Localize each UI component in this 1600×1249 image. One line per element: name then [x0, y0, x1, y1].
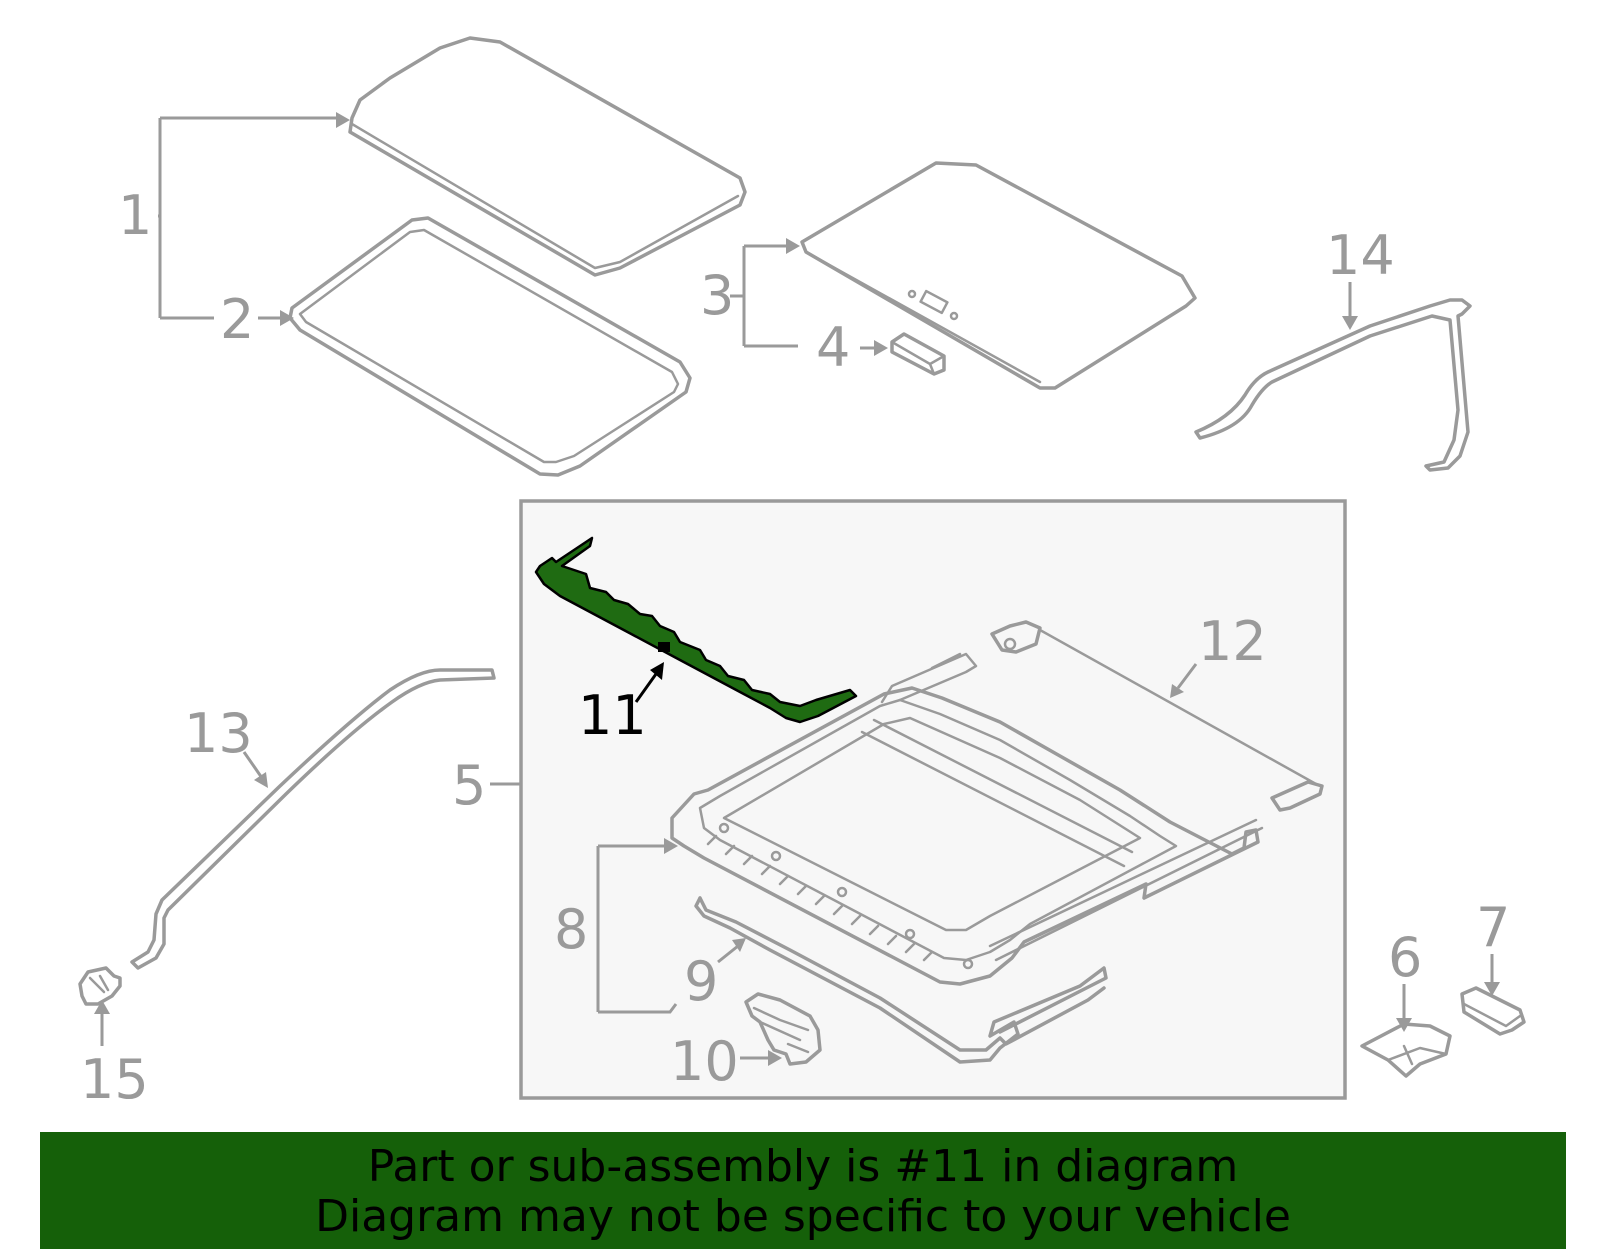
callout-leaders: [94, 112, 1500, 1066]
part-6-bracket: [1360, 1022, 1452, 1078]
part-9-seal: [694, 896, 1108, 1064]
callout-13: 13: [184, 702, 253, 765]
part-1-glass-panel: [348, 36, 747, 277]
callout-5: 5: [452, 754, 486, 817]
info-banner: Part or sub-assembly is #11 in diagram D…: [40, 1132, 1566, 1249]
part-10-motor: [744, 992, 822, 1066]
callout-8: 8: [554, 898, 588, 961]
part-14-drain-hose: [1194, 298, 1472, 472]
callout-3: 3: [700, 264, 734, 327]
callout-14: 14: [1326, 224, 1395, 287]
callout-2: 2: [220, 288, 254, 351]
callout-10: 10: [670, 1030, 739, 1093]
callout-1: 1: [118, 184, 152, 247]
part-2-seal: [288, 216, 692, 477]
callout-6: 6: [1388, 926, 1422, 989]
part-3-sunshade: [800, 161, 1197, 390]
banner-line-1: Part or sub-assembly is #11 in diagram: [367, 1141, 1239, 1192]
part-12-rail: [990, 620, 1324, 812]
callout-7: 7: [1476, 896, 1510, 959]
assembly-inset-box: [519, 499, 1347, 1100]
callout-11: 11: [578, 684, 647, 747]
part-15-clip: [78, 966, 122, 1006]
part-13-drain-hose: [130, 668, 496, 970]
callout-9: 9: [684, 950, 718, 1013]
part-5-frame: [670, 652, 1264, 986]
part-11-wind-deflector: [534, 536, 858, 724]
part-7-guide: [1460, 986, 1526, 1036]
part-4-handle: [890, 332, 946, 376]
callout-4: 4: [816, 316, 850, 379]
banner-line-2: Diagram may not be specific to your vehi…: [315, 1191, 1291, 1242]
callout-12: 12: [1198, 610, 1267, 673]
callout-15: 15: [80, 1048, 149, 1111]
